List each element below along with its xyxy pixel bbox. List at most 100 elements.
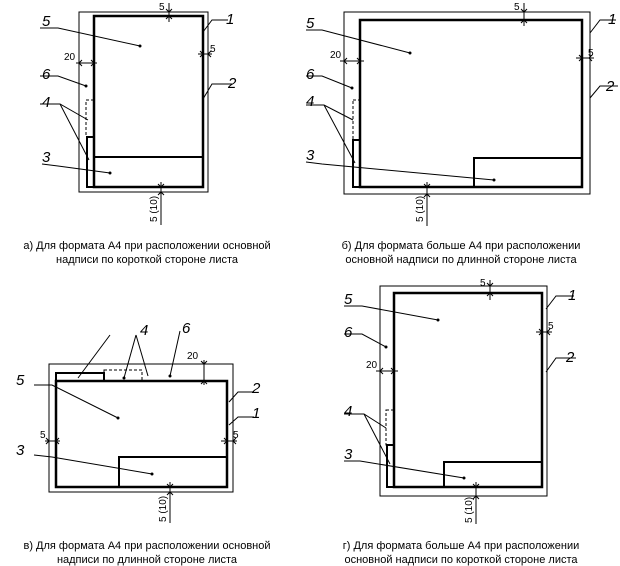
panel-a-caption-line-2: надписи по короткой стороне листа bbox=[56, 254, 238, 266]
panel-g-caption-line-1: г) Для формата больше А4 при расположени… bbox=[342, 540, 580, 552]
panel-g-dim-right-text: 5 bbox=[548, 321, 554, 332]
panel-b-title-block bbox=[473, 157, 583, 188]
panel-v-dot-4 bbox=[122, 376, 126, 380]
panel-a-label-2: 2 bbox=[227, 75, 237, 92]
panel-a-dim-left-arrows bbox=[78, 59, 95, 67]
panel-g-dim-bottom-arrows bbox=[472, 483, 480, 500]
panel-b-label-3: 3 bbox=[306, 147, 315, 164]
panel-a-dim-top-text: 5 bbox=[159, 2, 165, 13]
panel-v-dim-top-arrows bbox=[200, 360, 208, 385]
panel-v-dot-3 bbox=[150, 472, 154, 476]
panel-v-leader-5 bbox=[34, 384, 119, 419]
panel-v-leader-4 bbox=[77, 334, 149, 379]
panel-a-label-6: 6 bbox=[42, 66, 51, 83]
panel-a-dim-top-arrows bbox=[165, 8, 173, 20]
panel-a-dim-right-arrows bbox=[199, 50, 212, 58]
panel-v-dim-right-arrows bbox=[223, 437, 237, 445]
panel-g-leader-4 bbox=[344, 413, 391, 465]
panel-g-dashed-column bbox=[385, 409, 395, 446]
panel-a-dim-right-text: 5 bbox=[210, 44, 216, 55]
panel-a-sheet-edge bbox=[78, 11, 209, 193]
panel-a-leader-5 bbox=[40, 27, 141, 47]
panel-b-dot-5 bbox=[408, 51, 412, 55]
panel-g-dim-left-arrows bbox=[379, 367, 395, 375]
panel-v-leader-2 bbox=[228, 391, 254, 403]
panel-g: 1 2 3 4 5 6 5 5 20 5 (10) bbox=[344, 278, 576, 524]
panel-g-label-4: 4 bbox=[344, 403, 352, 420]
panel-b-leader-2 bbox=[589, 85, 618, 99]
panel-b-label-4: 4 bbox=[306, 93, 314, 110]
panel-v-caption-line-1: в) Для формата А4 при расположении основ… bbox=[23, 540, 271, 552]
panel-g-dim-bottom-text: 5 (10) bbox=[464, 497, 475, 523]
panel-b-label-1: 1 bbox=[608, 11, 616, 28]
panel-v-caption: в) Для формата А4 при расположении основ… bbox=[2, 539, 292, 566]
panel-b-leader-1 bbox=[589, 19, 616, 34]
panel-b: 1 2 3 4 5 6 5 5 20 5 (10) bbox=[305, 2, 618, 226]
panel-g-caption: г) Для формата больше А4 при расположени… bbox=[316, 539, 606, 566]
panel-v-label-5: 5 bbox=[16, 372, 25, 389]
panel-b-dim-top-text: 5 bbox=[514, 2, 520, 13]
panel-b-leader-4 bbox=[306, 104, 356, 164]
panel-b-label-2: 2 bbox=[605, 78, 615, 95]
panel-g-leader-3 bbox=[344, 460, 465, 479]
panel-v-title-block bbox=[118, 456, 228, 488]
panel-a-leader-6 bbox=[40, 75, 87, 87]
panel-v-dim-bottom-text: 5 (10) bbox=[158, 496, 169, 522]
panel-v-dot-5 bbox=[116, 416, 120, 420]
panel-b-dot-3 bbox=[492, 178, 496, 182]
panel-a-caption-line-1: а) Для формата А4 при расположении основ… bbox=[23, 240, 271, 252]
panel-v-label-4: 4 bbox=[140, 322, 148, 339]
panel-g-dot-6 bbox=[384, 345, 388, 349]
panel-v-dim-right-text: 5 bbox=[233, 430, 239, 441]
panel-g-leader-6 bbox=[344, 333, 387, 348]
panel-v-leader-3 bbox=[33, 454, 153, 475]
panel-v-dim-left-arrows bbox=[45, 437, 60, 445]
panel-v: 1 2 3 4 5 6 20 5 5 5 (10) bbox=[16, 320, 261, 523]
panel-g-title-block bbox=[443, 461, 543, 488]
panel-b-dim-right-text: 5 bbox=[588, 48, 594, 59]
panel-v-sheet-edge bbox=[48, 363, 234, 493]
panel-a-dot-6 bbox=[84, 84, 88, 88]
panel-g-caption-line-2: основной надписи по короткой стороне лис… bbox=[344, 554, 578, 566]
panel-v-label-6: 6 bbox=[182, 320, 191, 337]
panel-a: 1 2 3 4 5 6 5 5 20 5 (10) bbox=[40, 2, 237, 225]
panel-a-label-4: 4 bbox=[42, 94, 50, 111]
panel-v-leader-6 bbox=[169, 330, 181, 377]
panel-g-leader-5 bbox=[344, 305, 439, 321]
panel-g-dot-5 bbox=[436, 318, 440, 322]
panel-v-dim-bottom-arrows bbox=[166, 483, 174, 496]
panel-b-caption-line-1: б) Для формата больше А4 при расположени… bbox=[341, 240, 581, 252]
panel-v-leader-1 bbox=[228, 416, 254, 426]
panel-g-label-5: 5 bbox=[344, 291, 353, 308]
panel-v-dashed-column bbox=[103, 369, 143, 382]
panel-a-label-5: 5 bbox=[42, 13, 51, 30]
panel-v-dim-top-text: 20 bbox=[187, 351, 199, 362]
panel-b-frame bbox=[358, 18, 584, 189]
panel-g-dim-top-text: 5 bbox=[480, 278, 486, 289]
panel-b-caption: б) Для формата больше А4 при расположени… bbox=[316, 239, 606, 267]
panel-b-dim-bottom-arrows bbox=[423, 183, 431, 198]
panel-g-frame bbox=[392, 291, 544, 489]
panel-a-label-3: 3 bbox=[42, 149, 51, 166]
panel-b-leader-6 bbox=[306, 75, 353, 89]
panel-a-dim-bottom-text: 5 (10) bbox=[149, 196, 160, 222]
panel-v-label-2: 2 bbox=[251, 380, 261, 397]
panel-b-label-5: 5 bbox=[306, 15, 315, 32]
panel-a-label-1: 1 bbox=[226, 11, 234, 28]
panel-g-dim-right-arrows bbox=[538, 328, 551, 336]
panel-b-dashed-column bbox=[352, 99, 361, 141]
panel-b-dim-left-arrows bbox=[343, 57, 361, 65]
panel-a-dot-5 bbox=[138, 44, 142, 48]
panel-g-leader-2 bbox=[545, 357, 576, 373]
panel-a-dim-bottom-arrows bbox=[157, 183, 165, 196]
panel-v-dim-left-text: 5 bbox=[40, 430, 46, 441]
panel-b-caption-line-2: основной надписи по длинной стороне лист… bbox=[345, 254, 577, 266]
panel-b-dim-top-arrows bbox=[520, 8, 528, 24]
panel-a-dim-left-text: 20 bbox=[64, 52, 76, 63]
panel-b-dim-bottom-text: 5 (10) bbox=[415, 196, 426, 222]
panel-b-leader-3 bbox=[305, 161, 495, 181]
panel-a-dot-3 bbox=[108, 171, 112, 175]
panel-g-label-6: 6 bbox=[344, 324, 353, 341]
panel-g-leader-1 bbox=[545, 295, 574, 310]
